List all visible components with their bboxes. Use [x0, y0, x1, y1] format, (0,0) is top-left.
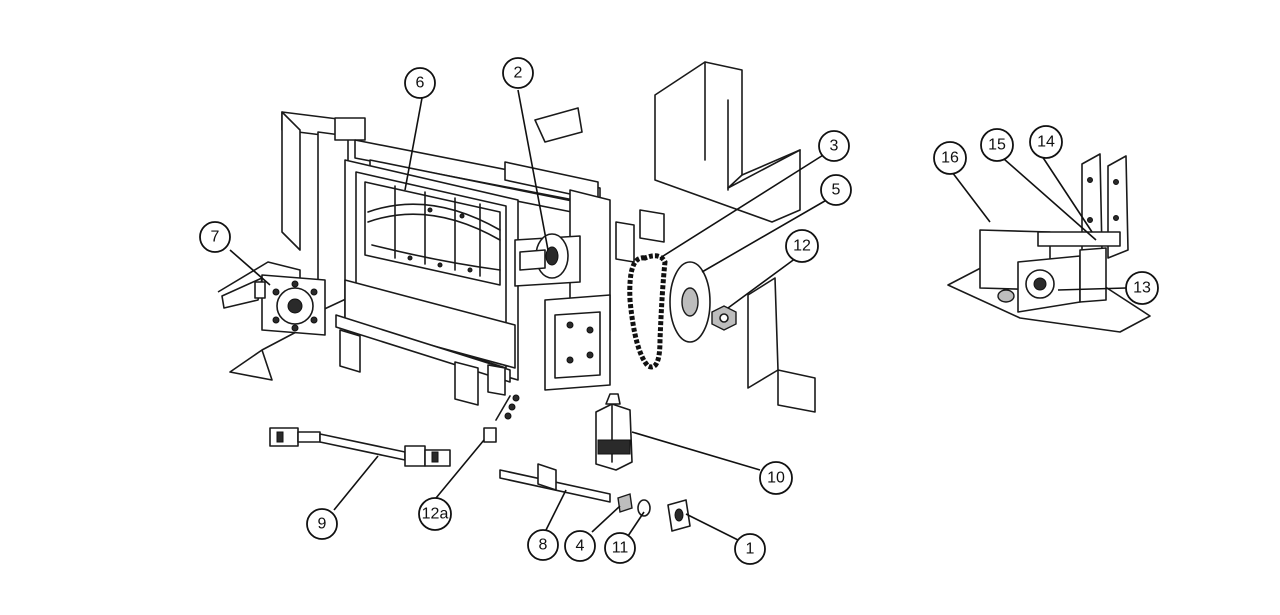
callout-label: 16 — [941, 150, 959, 167]
callout-2: 2 — [502, 57, 534, 89]
callout-14: 14 — [1029, 125, 1063, 159]
leader-15 — [995, 151, 1097, 241]
leader-12 — [727, 257, 797, 309]
callout-circle — [199, 221, 231, 253]
leader-16 — [951, 171, 991, 223]
callout-label: 12 — [793, 238, 811, 255]
callout-circle — [734, 533, 766, 565]
nut — [711, 305, 737, 331]
small-bearings — [617, 493, 691, 532]
callout-label: 4 — [576, 538, 585, 555]
leader-10 — [631, 431, 761, 471]
leader-2 — [517, 89, 549, 251]
leader-7 — [229, 249, 271, 286]
top-clip — [534, 107, 583, 143]
callout-label: 14 — [1037, 134, 1055, 151]
output-shaft — [499, 463, 611, 503]
callout-10: 10 — [759, 461, 793, 495]
mount-bracket-assembly — [947, 153, 1151, 333]
callout-circle — [1029, 125, 1063, 159]
callout-label: 5 — [832, 182, 841, 199]
callout-label: 6 — [416, 75, 425, 92]
callout-12a: 12a — [418, 497, 452, 531]
callout-circle — [604, 532, 636, 564]
guard-cover — [654, 61, 801, 223]
leader-13 — [1057, 287, 1127, 291]
callout-circle — [785, 229, 819, 263]
callout-label: 3 — [830, 138, 839, 155]
callout-circle — [933, 141, 967, 175]
drive-belt — [627, 253, 668, 370]
callout-label: 8 — [539, 537, 548, 554]
side-panel — [747, 277, 816, 413]
leader-8 — [545, 489, 567, 531]
pin — [483, 395, 511, 443]
callout-circle — [502, 57, 534, 89]
small-brackets — [615, 209, 665, 263]
leader-14 — [1037, 149, 1093, 233]
leader-6 — [404, 97, 423, 191]
callout-9: 9 — [306, 508, 338, 540]
callout-16: 16 — [933, 141, 967, 175]
drive-shaft — [269, 427, 451, 467]
pulley — [669, 261, 711, 343]
oil-bottle — [595, 393, 633, 471]
leader-1 — [685, 513, 739, 541]
lower-trough — [344, 279, 516, 369]
callout-circle — [564, 530, 596, 562]
callout-3: 3 — [818, 130, 850, 162]
callout-circle — [527, 529, 559, 561]
leader-lines — [229, 89, 1127, 541]
leader-9 — [333, 455, 379, 511]
leader-12a — [435, 439, 485, 499]
callout-circle — [980, 128, 1014, 162]
callout-label: 12a — [422, 506, 449, 523]
callout-label: 10 — [767, 470, 785, 487]
callout-circle — [1125, 271, 1159, 305]
callout-label: 11 — [612, 540, 629, 557]
callout-label: 9 — [318, 516, 327, 533]
callout-4: 4 — [564, 530, 596, 562]
callout-11: 11 — [604, 532, 636, 564]
callout-6: 6 — [404, 67, 436, 99]
callout-label: 2 — [514, 65, 523, 82]
callout-label: 15 — [988, 137, 1006, 154]
callout-1: 1 — [734, 533, 766, 565]
leader-11 — [627, 511, 645, 537]
main-frame-assembly — [217, 107, 611, 420]
callout-circle — [820, 174, 852, 206]
callout-label: 7 — [211, 229, 220, 246]
callout-circle — [759, 461, 793, 495]
callout-circle — [404, 67, 436, 99]
leader-4 — [591, 505, 621, 533]
callout-13: 13 — [1125, 271, 1159, 305]
callout-7: 7 — [199, 221, 231, 253]
callout-label: 13 — [1133, 280, 1151, 297]
callout-label: 1 — [746, 541, 755, 558]
callout-12: 12 — [785, 229, 819, 263]
callout-5: 5 — [820, 174, 852, 206]
leader-5 — [701, 197, 831, 273]
callout-circle — [418, 497, 452, 531]
callout-circle — [306, 508, 338, 540]
callout-circle — [818, 130, 850, 162]
callout-8: 8 — [527, 529, 559, 561]
leader-3 — [659, 151, 829, 259]
callout-15: 15 — [980, 128, 1014, 162]
